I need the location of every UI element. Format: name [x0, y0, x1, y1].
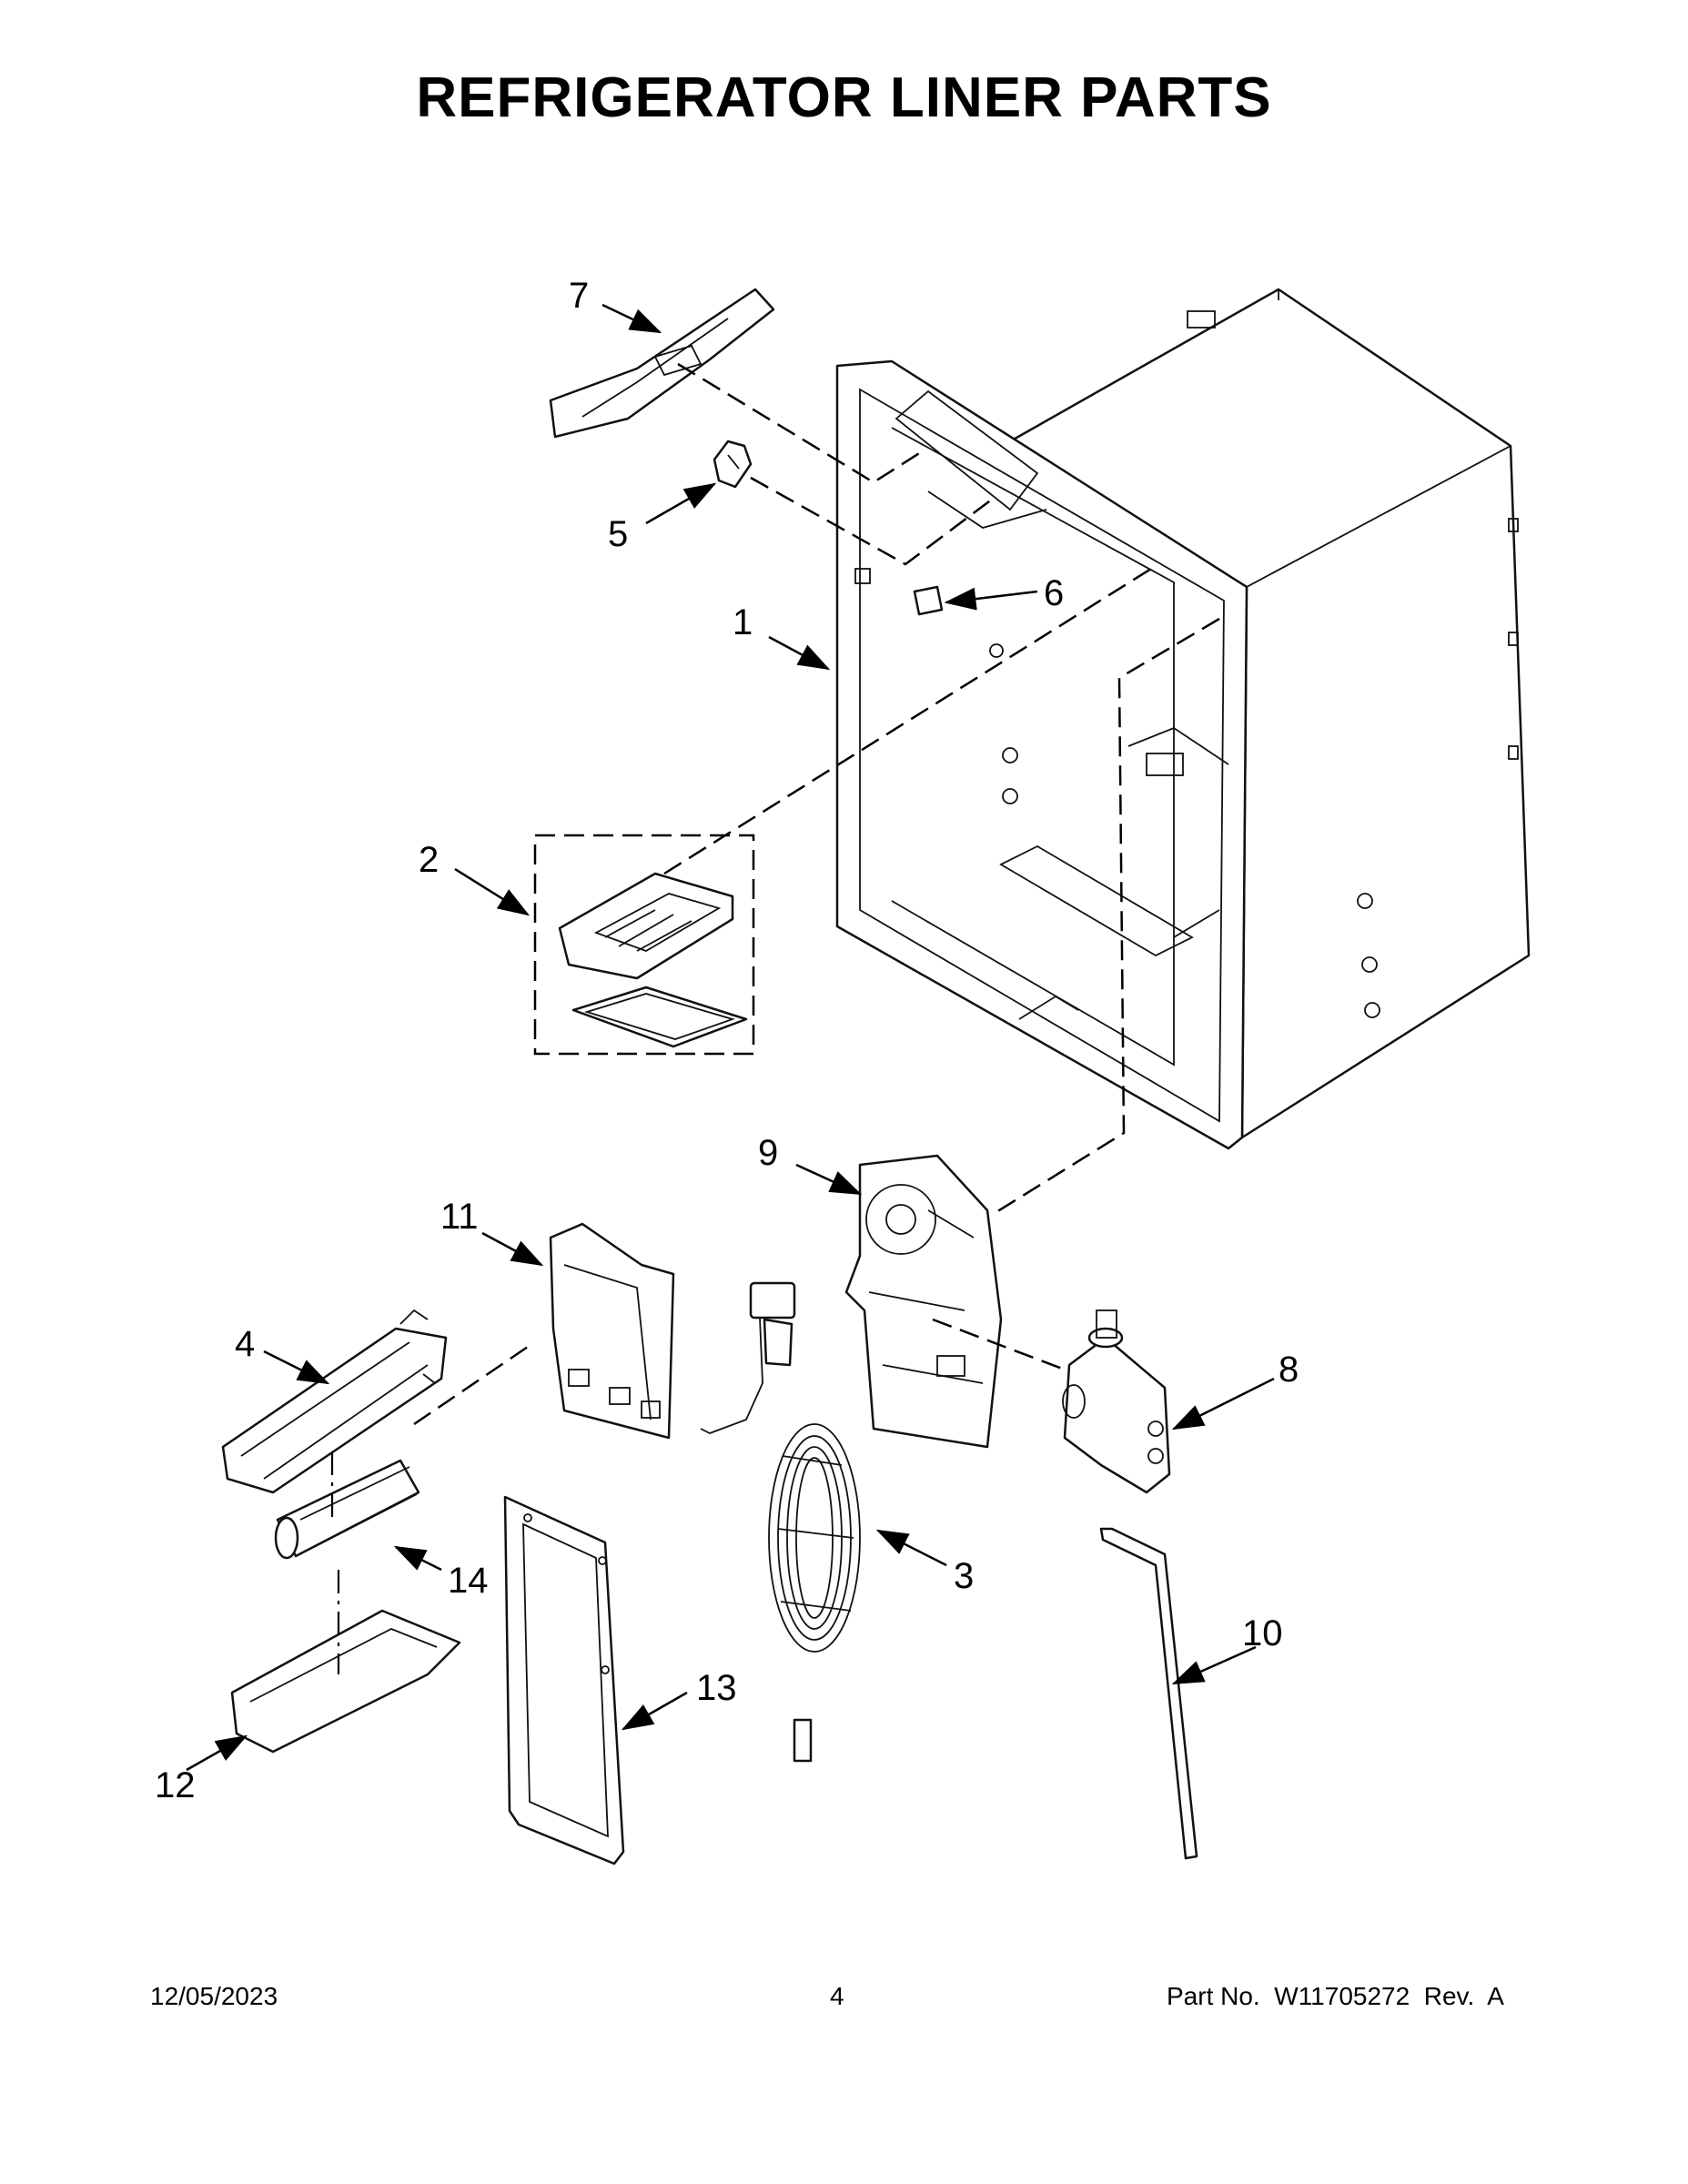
part-3-tubing-harness [700, 1281, 861, 1763]
part-2-light-assembly [533, 834, 755, 1056]
callout-1: 1 [733, 602, 753, 642]
part-7-air-tower-cover [549, 288, 775, 439]
callout-14: 14 [448, 1561, 489, 1601]
callout-4: 4 [235, 1324, 255, 1364]
callout-9: 9 [758, 1133, 778, 1173]
footer-page-number: 4 [830, 1982, 844, 2010]
callout-7: 7 [569, 276, 589, 316]
part-6-clip [913, 585, 944, 616]
part-4-water-filter-head [221, 1309, 448, 1494]
liner-part-1 [835, 288, 1531, 1150]
callout-11: 11 [440, 1197, 479, 1237]
callout-10: 10 [1242, 1613, 1283, 1653]
footer-part-number: Part No. W11705272 Rev. A [1167, 1982, 1504, 2010]
callout-labels: 7 5 6 1 2 9 11 4 8 14 3 10 12 13 [155, 276, 1299, 1805]
part-14-water-filter [274, 1459, 420, 1560]
callout-12: 12 [155, 1765, 196, 1805]
assembly-lines [330, 362, 1220, 1674]
callout-3: 3 [954, 1556, 974, 1596]
part-5-knob [713, 440, 753, 489]
part-13-door-panel [503, 1495, 625, 1866]
callout-6: 6 [1044, 573, 1064, 613]
callout-arrows [186, 303, 1275, 1772]
part-10-rod [1099, 1527, 1198, 1860]
part-11-panel [549, 1222, 675, 1440]
part-12-filter-door [230, 1609, 461, 1754]
callout-8: 8 [1279, 1350, 1299, 1390]
part-9-ice-housing [844, 1154, 1003, 1449]
callout-13: 13 [696, 1668, 737, 1708]
page-title: REFRIGERATOR LINER PARTS [416, 66, 1272, 129]
callout-2: 2 [419, 840, 439, 880]
footer-date: 12/05/2023 [150, 1982, 278, 2010]
callout-5: 5 [608, 514, 628, 554]
part-8-water-valve [1062, 1309, 1171, 1494]
